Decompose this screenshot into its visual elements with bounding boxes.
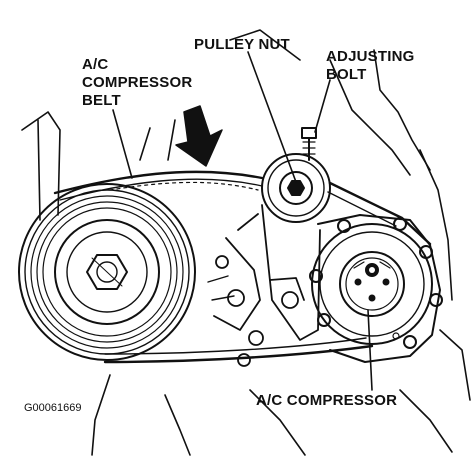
ac-belt-label-line1: A/C xyxy=(82,56,109,73)
ac-belt-label-line2: COMPRESSOR xyxy=(82,74,193,91)
engine-block-outline xyxy=(21,29,471,456)
ac-compressor-belt xyxy=(53,170,432,364)
ac-compressor-label: A/C COMPRESSOR xyxy=(256,392,398,409)
adjusting-label-line1: ADJUSTING xyxy=(326,48,415,65)
leader-lines xyxy=(112,51,373,391)
crank-hex-nut xyxy=(86,254,128,290)
adjusting-label-line2: BOLT xyxy=(326,66,367,83)
pulley-nut-label: PULLEY NUT xyxy=(194,36,290,53)
ac-compressor-belt-label: A/C COMPRESSOR BELT xyxy=(82,56,192,110)
adjusting-bolt xyxy=(301,127,317,161)
crankshaft-pulley xyxy=(18,183,196,361)
ac-belt-label-line3: BELT xyxy=(82,92,121,109)
push-direction-arrow xyxy=(175,105,223,167)
figure-code: G00061669 xyxy=(24,402,82,414)
idler-bracket xyxy=(207,204,321,367)
idler-pulley xyxy=(261,153,331,223)
adjusting-bolt-label: ADJUSTING BOLT xyxy=(326,48,414,84)
pulley-nut-hex xyxy=(287,180,305,196)
